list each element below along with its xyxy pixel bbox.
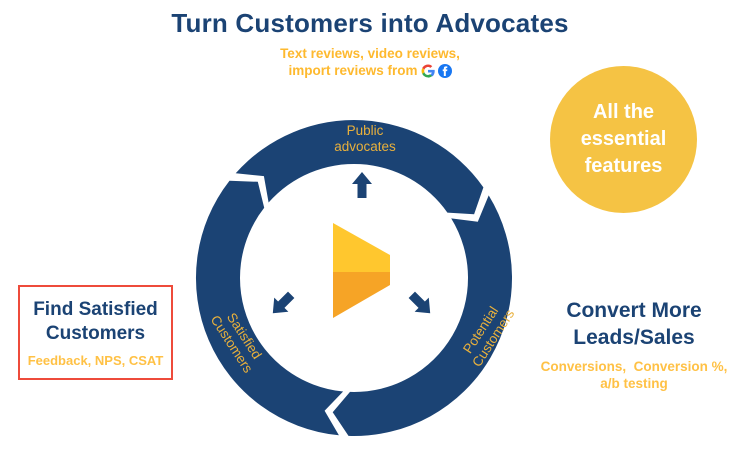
right-callout-title-line2: Leads/Sales (573, 326, 695, 349)
brand-logo-bottom-shape (333, 272, 390, 318)
brand-logo (333, 223, 390, 318)
google-icon (421, 63, 435, 78)
badge-line-3: features (584, 155, 663, 177)
left-callout-subtitle: Feedback, NPS, CSAT (27, 352, 164, 368)
subtitle-line-2-text: import reviews from (288, 63, 418, 78)
header: Turn Customers into Advocates Text revie… (0, 8, 740, 79)
subtitle-line-2: import reviews from (0, 62, 740, 79)
subtitle-line-1: Text reviews, video reviews, (280, 46, 460, 61)
features-badge: All the essential features (550, 66, 697, 213)
page-title: Turn Customers into Advocates (171, 8, 569, 38)
cycle-diagram: Public advocates Satisfied Customers Pot… (195, 120, 517, 436)
badge-line-2: essential (580, 128, 667, 150)
ring-segment-top (235, 120, 484, 215)
header-subtitle: Text reviews, video reviews, import revi… (0, 45, 740, 79)
right-callout-subtitle-line1: Conversions, Conversion %, (540, 359, 728, 374)
right-callout-title-line1: Convert More (566, 299, 702, 322)
ring-segment-right (332, 195, 513, 436)
left-callout-highlight-box: Find Satisfied Customers Feedback, NPS, … (18, 285, 173, 380)
ring-label-public-advocates-line1: Public (347, 123, 384, 138)
left-callout-title-line2: Customers (45, 322, 146, 344)
right-callout: Convert More Leads/Sales Conversions, Co… (528, 297, 740, 392)
badge-line-1: All the (592, 101, 655, 123)
facebook-icon (437, 63, 452, 78)
right-callout-subtitle-line2: a/b testing (600, 376, 668, 391)
arrow-down-left-icon (272, 291, 295, 314)
brand-logo-top-shape (333, 223, 390, 272)
arrow-down-right-icon (408, 291, 431, 314)
ring-segment-left (195, 180, 344, 436)
left-callout-title-line1: Find Satisfied (33, 298, 158, 320)
arrow-up-icon (352, 172, 372, 198)
ring-label-public-advocates-line2: advocates (334, 139, 396, 154)
